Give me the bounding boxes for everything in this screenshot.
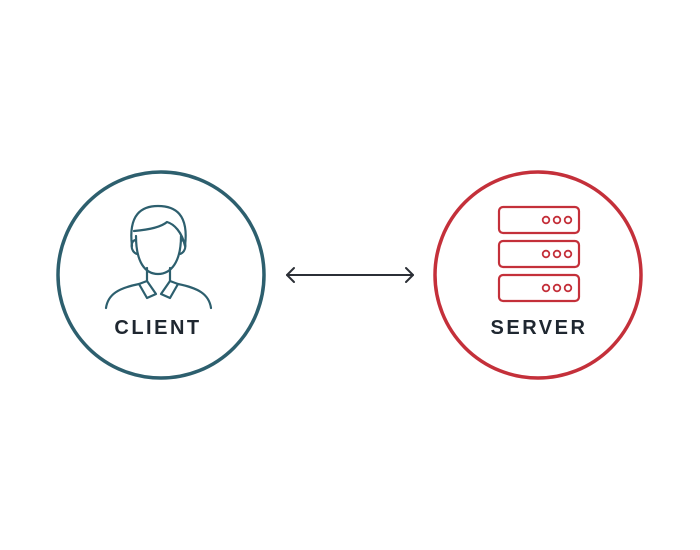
server-lights <box>541 215 573 293</box>
double-arrow-icon <box>286 267 414 283</box>
client-label: CLIENT <box>114 317 201 339</box>
user-icon <box>104 204 213 310</box>
server-unit <box>497 239 581 269</box>
server-label: SERVER <box>491 317 588 339</box>
server-node: SERVER <box>433 170 643 380</box>
server-circle <box>433 170 643 380</box>
client-node: CLIENT <box>56 170 266 380</box>
client-circle <box>56 170 266 380</box>
server-rack-icon <box>497 205 581 303</box>
server-unit <box>497 273 581 303</box>
server-unit <box>497 205 581 235</box>
